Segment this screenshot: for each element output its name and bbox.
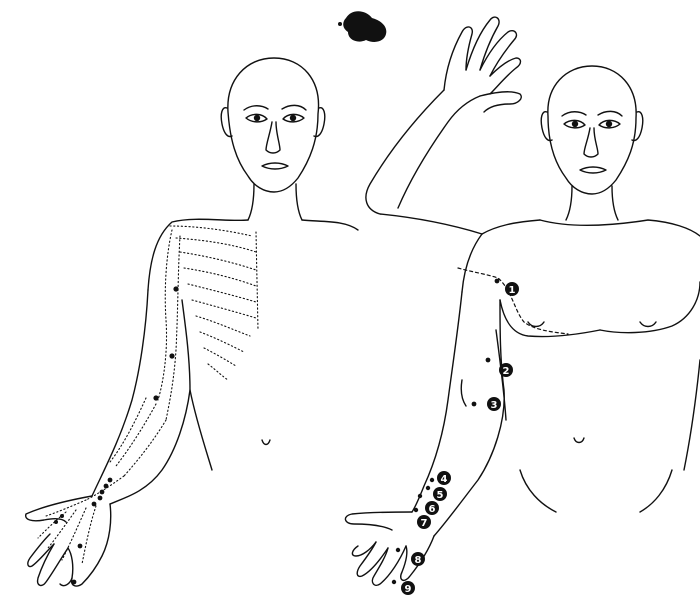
marker-2: 2 xyxy=(499,363,513,377)
left-point xyxy=(100,490,105,495)
left-point xyxy=(98,496,103,501)
marker-3: 3 xyxy=(487,397,501,411)
marker-label: 1 xyxy=(509,285,516,296)
marker-label: 3 xyxy=(491,400,498,411)
marker-label: 6 xyxy=(429,504,436,515)
left-point xyxy=(153,395,158,400)
left-point xyxy=(54,520,58,524)
left-point xyxy=(92,502,97,507)
marker-label: 9 xyxy=(405,584,412,595)
marker-label: 7 xyxy=(421,518,428,529)
left-point xyxy=(60,514,64,518)
marker-4: 4 xyxy=(437,471,451,485)
marker-9: 9 xyxy=(401,581,415,595)
marker-8: 8 xyxy=(411,552,425,566)
left-point xyxy=(72,580,77,585)
marker-label: 4 xyxy=(441,474,448,485)
left-point xyxy=(108,478,113,483)
left-point xyxy=(104,484,109,489)
marker-7: 7 xyxy=(417,515,431,529)
left-point xyxy=(78,544,83,549)
marker-6: 6 xyxy=(425,501,439,515)
marker-label: 8 xyxy=(415,555,422,566)
marker-5: 5 xyxy=(433,487,447,501)
left-point xyxy=(173,286,178,291)
left-point xyxy=(169,353,174,358)
marker-label: 5 xyxy=(437,490,444,501)
marker-1: 1 xyxy=(505,282,519,296)
marker-label: 2 xyxy=(503,366,510,377)
